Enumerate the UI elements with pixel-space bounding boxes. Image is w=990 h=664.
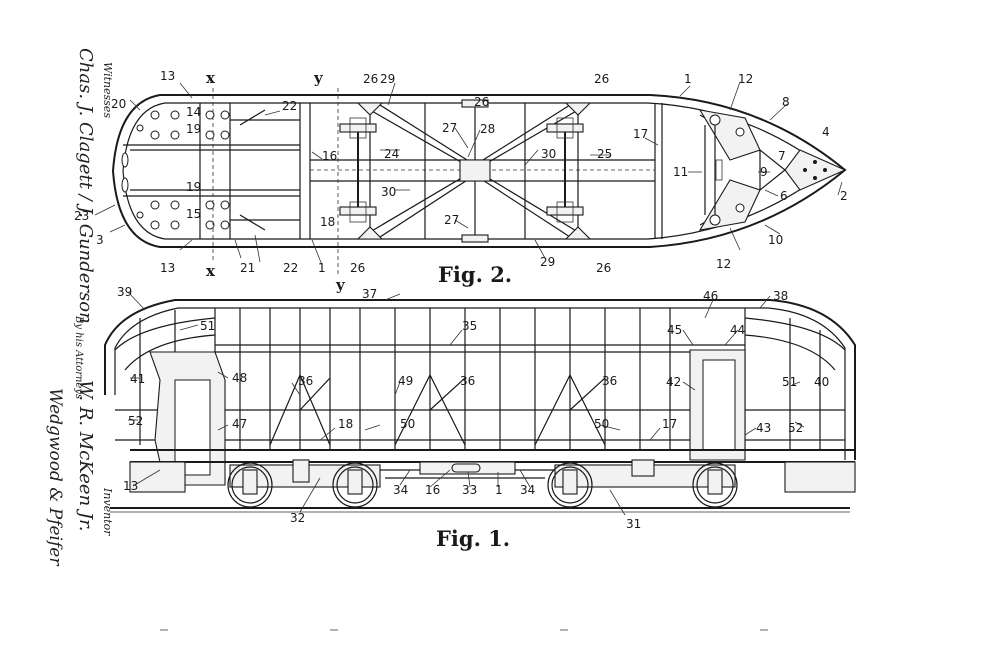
fig2-ref-numeral: 15 bbox=[186, 207, 201, 221]
fig2-ref-numeral: 10 bbox=[768, 233, 783, 247]
inventor-heading: Inventor bbox=[101, 487, 114, 536]
witnesses-block: Witnesses Chas. J. Clagett / J. Gunderso… bbox=[75, 48, 114, 324]
fig1-ref-numeral: 51 bbox=[782, 375, 797, 389]
fig2-ref-numeral: 27 bbox=[444, 213, 459, 227]
fig2-reference-numerals: 13 20 14 19 19 15 23 3 13 21 22 22 16 18… bbox=[74, 69, 848, 275]
fig2-ref-numeral: 22 bbox=[282, 99, 297, 113]
fig1-caption: Fig. 1. bbox=[436, 526, 510, 551]
fig2-ref-numeral: 19 bbox=[186, 180, 201, 194]
fig2-ref-numeral: 26 bbox=[474, 95, 489, 109]
fig1-ref-numeral: 50 bbox=[594, 417, 609, 431]
fig2-ref-numeral: 26 bbox=[363, 72, 378, 86]
fig1-ref-numeral: 49 bbox=[398, 374, 413, 388]
fig1-ref-numeral: 44 bbox=[730, 323, 745, 337]
witnesses-heading: Witnesses bbox=[101, 62, 114, 118]
fig1-ref-numeral: 34 bbox=[393, 483, 408, 497]
fig1-ref-numeral: 36 bbox=[602, 374, 617, 388]
attorneys-block: By his Attorneys Wedgwood & Pfeifer bbox=[45, 315, 84, 566]
fig1-ref-numeral: 16 bbox=[425, 483, 440, 497]
fig1-ref-numeral: 46 bbox=[703, 289, 718, 303]
fig1-side-view bbox=[104, 291, 856, 516]
fig2-ref-numeral: 29 bbox=[540, 255, 555, 269]
fig2-ref-numeral: 29 bbox=[380, 72, 395, 86]
fig2-ref-numeral: 28 bbox=[480, 122, 495, 136]
fig1-ref-numeral: 38 bbox=[773, 289, 788, 303]
section-mark-y-bottom: y bbox=[335, 276, 346, 294]
fig2-ref-numeral: 1 bbox=[318, 261, 326, 275]
fig1-ref-numeral: 31 bbox=[626, 517, 641, 531]
fig2-ref-numeral: 7 bbox=[778, 149, 786, 163]
fig2-ref-numeral: 20 bbox=[111, 97, 126, 111]
fig1-ref-numeral: 36 bbox=[298, 374, 313, 388]
fig2-ref-numeral: 27 bbox=[442, 121, 457, 135]
fig2-ref-numeral: 23 bbox=[74, 209, 89, 223]
fig2-ref-numeral: 22 bbox=[283, 261, 298, 275]
fig2-leader-lines bbox=[94, 81, 843, 266]
fig1-ref-numeral: 17 bbox=[662, 417, 677, 431]
fig1-reference-numerals: 39 51 41 52 48 47 13 37 35 36 49 50 18 3… bbox=[117, 285, 829, 531]
fig2-ref-numeral: 26 bbox=[596, 261, 611, 275]
fig2-ref-numeral: 3 bbox=[96, 233, 104, 247]
fig2-ref-numeral: 12 bbox=[716, 257, 731, 271]
fig2-ref-numeral: 18 bbox=[320, 215, 335, 229]
fig1-ref-numeral: 40 bbox=[814, 375, 829, 389]
fig2-ref-numeral: 16 bbox=[322, 149, 337, 163]
fig1-ref-numeral: 39 bbox=[117, 285, 132, 299]
fig1-ref-numeral: 52 bbox=[788, 421, 803, 435]
fig2-ref-numeral: 2 bbox=[840, 189, 848, 203]
fig1-ref-numeral: 32 bbox=[290, 511, 305, 525]
fig1-ref-numeral: 52 bbox=[128, 414, 143, 428]
fig2-ref-numeral: 1 bbox=[684, 72, 692, 86]
fig1-ref-numeral: 42 bbox=[666, 375, 681, 389]
fig1-ref-numeral: 43 bbox=[756, 421, 771, 435]
fig1-ref-numeral: 1 bbox=[495, 483, 503, 497]
fig2-ref-numeral: 6 bbox=[780, 189, 788, 203]
fig2-ref-numeral: 30 bbox=[541, 147, 556, 161]
truck-axles bbox=[339, 117, 584, 223]
fig1-ref-numeral: 37 bbox=[362, 287, 377, 301]
fig2-ref-numeral: 17 bbox=[633, 127, 648, 141]
section-mark-x-bottom: x bbox=[206, 262, 216, 280]
fig1-ref-numeral: 45 bbox=[667, 323, 682, 337]
witness-signature: Chas. J. Clagett / J. Gunderson bbox=[75, 48, 96, 324]
inventor-block: Inventor W. R. McKeen Jr. bbox=[75, 380, 114, 536]
fig2-ref-numeral: 12 bbox=[738, 72, 753, 86]
fig2-ref-numeral: 11 bbox=[673, 165, 688, 179]
fig2-ref-numeral: 8 bbox=[782, 95, 790, 109]
fig1-ref-numeral: 48 bbox=[232, 371, 247, 385]
section-mark-y-top: y bbox=[313, 69, 324, 87]
fig2-ref-numeral: 9 bbox=[760, 165, 768, 179]
fig2-ref-numeral: 4 bbox=[822, 125, 830, 139]
attorneys-heading: By his Attorneys bbox=[73, 315, 84, 399]
fig2-ref-numeral: 19 bbox=[186, 122, 201, 136]
fig1-ref-numeral: 47 bbox=[232, 417, 247, 431]
fig2-ref-numeral: 24 bbox=[384, 147, 399, 161]
rear-rivet-holes bbox=[121, 110, 230, 230]
fig2-ref-numeral: 14 bbox=[186, 105, 201, 119]
attorneys-signature: Wedgwood & Pfeifer bbox=[45, 388, 65, 566]
fig2-ref-numeral: 25 bbox=[597, 147, 612, 161]
fig2-ref-numeral: 26 bbox=[594, 72, 609, 86]
fig1-ref-numeral: 41 bbox=[130, 372, 145, 386]
fig2-ref-numeral: 26 bbox=[350, 261, 365, 275]
fig2-caption: Fig. 2. bbox=[438, 262, 512, 287]
fig2-plan-view bbox=[94, 81, 847, 275]
fig1-ref-numeral: 50 bbox=[400, 417, 415, 431]
fig2-ref-numeral: 13 bbox=[160, 261, 175, 275]
fig1-ref-numeral: 13 bbox=[123, 479, 138, 493]
fig2-ref-numeral: 21 bbox=[240, 261, 255, 275]
fig1-ref-numeral: 35 bbox=[462, 319, 477, 333]
fig1-leader-lines bbox=[127, 291, 805, 516]
fig1-ref-numeral: 33 bbox=[462, 483, 477, 497]
inventor-signature: W. R. McKeen Jr. bbox=[75, 380, 96, 531]
section-mark-x-top: x bbox=[206, 69, 216, 87]
fig1-ref-numeral: 18 bbox=[338, 417, 353, 431]
fig2-ref-numeral: 30 bbox=[381, 185, 396, 199]
fig1-ref-numeral: 36 bbox=[460, 374, 475, 388]
fig2-ref-numeral: 13 bbox=[160, 69, 175, 83]
fig1-ref-numeral: 51 bbox=[200, 319, 215, 333]
fig1-ref-numeral: 34 bbox=[520, 483, 535, 497]
